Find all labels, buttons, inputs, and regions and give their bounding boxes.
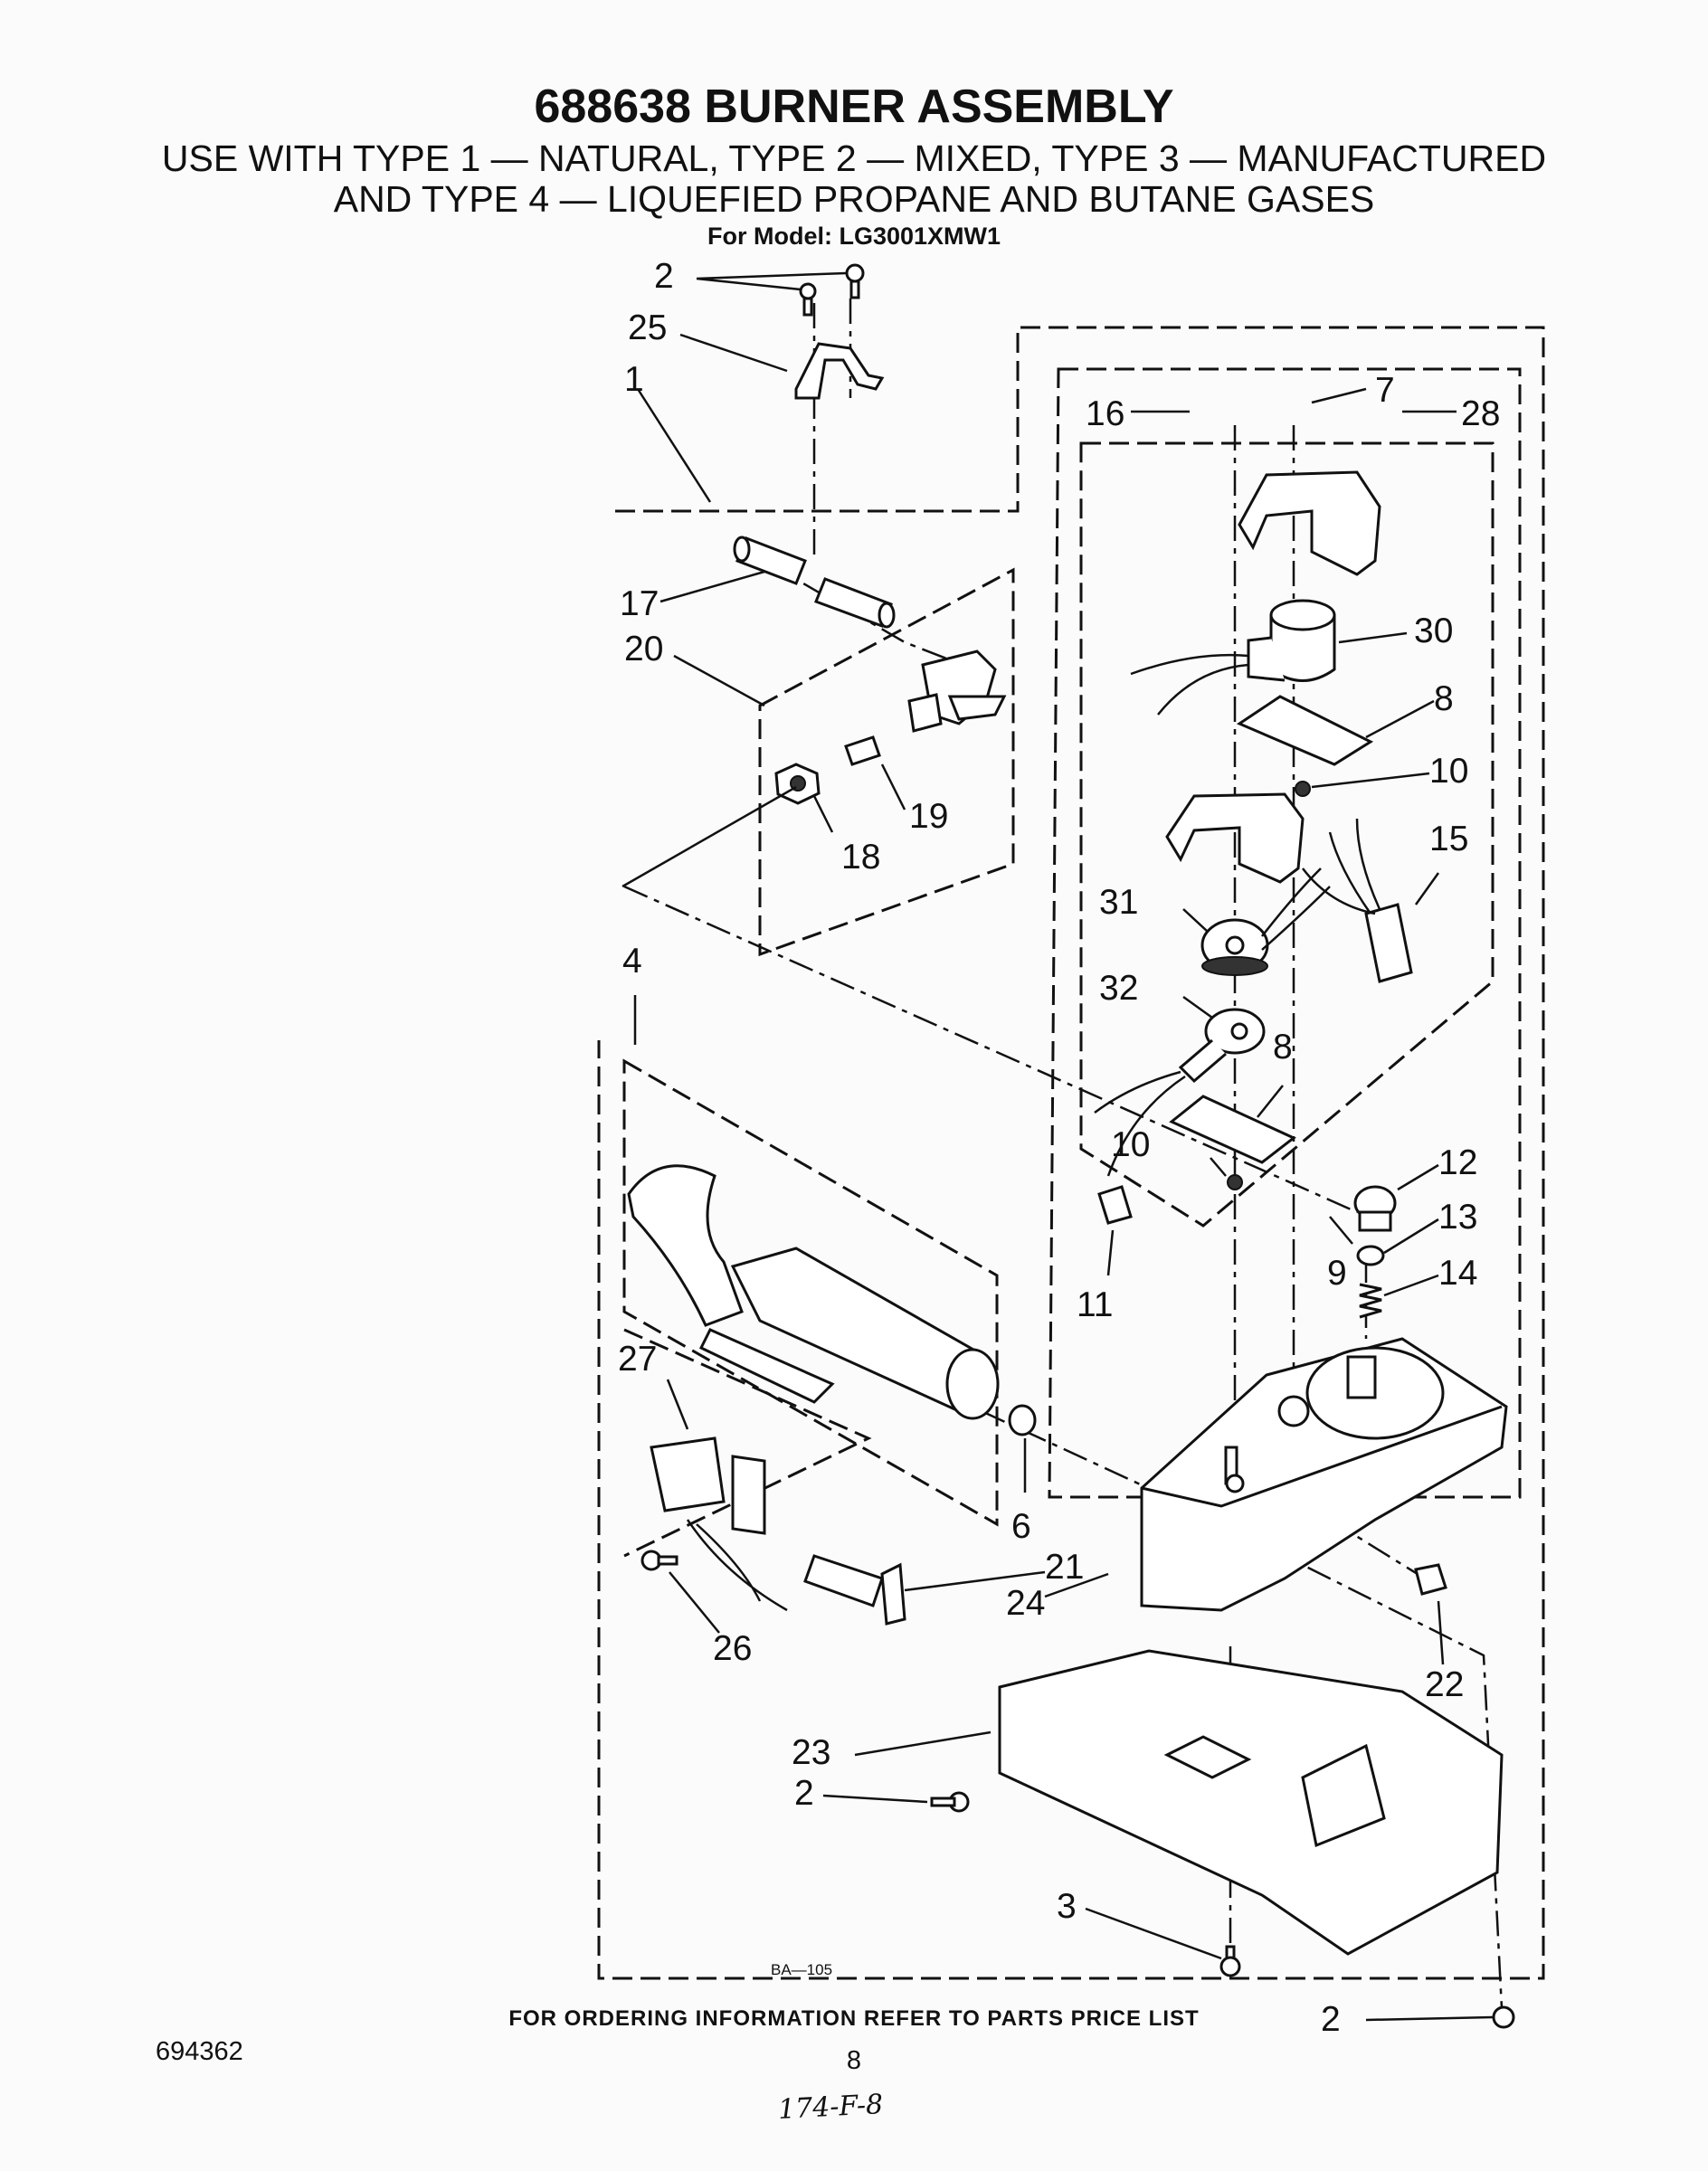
callout-22: 22	[1425, 1665, 1464, 1704]
screw-part-2-top	[799, 263, 865, 317]
ordering-note: FOR ORDERING INFORMATION REFER TO PARTS …	[508, 2006, 1200, 2031]
callout-14: 14	[1438, 1254, 1477, 1293]
model-line: For Model: LG3001XMW1	[707, 223, 1001, 250]
diagram-code: BA—105	[771, 1961, 833, 1978]
screw-part-2-bottom	[1492, 2005, 1515, 2029]
page-number: 8	[846, 2046, 862, 2075]
callout-20: 20	[624, 630, 663, 668]
callout-19: 19	[909, 797, 948, 836]
callout-27: 27	[618, 1340, 657, 1379]
callout-3: 3	[1057, 1887, 1077, 1926]
valve-coil-boundary	[1079, 441, 1494, 1228]
callout-13: 13	[1438, 1198, 1477, 1237]
callout-25: 25	[628, 308, 667, 347]
callout-2-top: 2	[654, 257, 674, 296]
callout-32: 32	[1099, 969, 1138, 1008]
callout-17: 17	[620, 584, 659, 623]
burner-orifice-part-6	[1008, 1404, 1037, 1436]
screw-alignment-line-25	[812, 299, 852, 561]
valve-bracket-middle	[1165, 792, 1305, 884]
callout-12: 12	[1438, 1143, 1477, 1182]
spring-part-14	[1359, 1283, 1382, 1319]
callout-7: 7	[1375, 371, 1395, 410]
orifice-part-22	[1414, 1563, 1447, 1596]
flare-fitting-part-19	[844, 735, 881, 766]
wire-harness-part-15	[1302, 818, 1413, 983]
coil-plate-part-8-top	[1236, 695, 1374, 766]
clamp-part-25	[794, 342, 885, 400]
callout-24: 24	[1006, 1584, 1045, 1623]
adjusting-screw-part-13	[1356, 1245, 1385, 1266]
callout-10-top: 10	[1429, 752, 1468, 791]
callout-30: 30	[1414, 611, 1453, 650]
valve-bracket-top	[1238, 470, 1381, 576]
callout-11: 11	[1077, 1285, 1114, 1324]
callout-8-top: 8	[1434, 679, 1454, 718]
screw-part-26	[640, 1550, 678, 1571]
burner-tube-group	[622, 1058, 999, 1527]
document-number: 694362	[156, 2037, 243, 2066]
coil-part-32	[1094, 1008, 1266, 1177]
coil-part-31	[1200, 867, 1331, 976]
callout-23: 23	[792, 1733, 830, 1772]
igniter-group	[623, 1328, 872, 1558]
gas-type-line-2: AND TYPE 4 — LIQUEFIED PROPANE AND BUTAN…	[333, 178, 1375, 220]
burner-control-boundary	[1048, 367, 1522, 1499]
screw-part-2-lower	[930, 1791, 970, 1813]
solenoid-coil-part-30	[1130, 599, 1336, 716]
assembly-boundary	[597, 326, 1545, 1980]
pipe-alignment-line	[764, 559, 987, 676]
callout-2-bottom: 2	[1321, 2000, 1341, 2039]
wire-nut-part-11	[1097, 1185, 1133, 1225]
o-ring-part-10-bottom	[1227, 1174, 1243, 1190]
callout-21: 21	[1045, 1548, 1084, 1587]
callout-18: 18	[841, 838, 880, 877]
callout-26: 26	[713, 1629, 752, 1668]
burner-bracket-part-23	[998, 1649, 1504, 1956]
gas-valve-body	[1140, 1337, 1508, 1612]
callout-9: 9	[1327, 1254, 1347, 1293]
pipe-line	[622, 785, 797, 888]
callout-1: 1	[624, 360, 644, 399]
leader-lines	[633, 271, 1494, 2022]
pressure-cap-part-12	[1353, 1185, 1397, 1232]
page-title: 688638 BURNER ASSEMBLY	[534, 81, 1174, 133]
coil-plate-part-8-bottom	[1169, 1095, 1296, 1164]
manual-valve-part-20	[907, 649, 1007, 733]
o-ring-part-10-top	[1295, 781, 1311, 797]
manual-valve-group	[758, 567, 1015, 957]
screw-part-3	[1219, 1945, 1241, 1977]
igniter-part-21	[803, 1554, 906, 1626]
callout-15: 15	[1429, 820, 1468, 858]
flare-nut-part-18	[774, 763, 821, 805]
handwritten-note: 174-F-8	[777, 2088, 884, 2127]
callout-28: 28	[1461, 394, 1500, 433]
callout-2-lower: 2	[794, 1774, 814, 1813]
callout-8-bottom: 8	[1273, 1028, 1293, 1067]
callout-6: 6	[1011, 1507, 1031, 1546]
callout-31: 31	[1099, 883, 1138, 922]
pipe-nipple-part-17	[733, 536, 896, 629]
gas-type-line-1: USE WITH TYPE 1 — NATURAL, TYPE 2 — MIXE…	[161, 137, 1547, 179]
callout-labels: 2 25 1 16 7 28 17 20 30 8 10 15 19 18 31…	[618, 257, 1500, 2039]
callout-16: 16	[1086, 394, 1124, 433]
callout-10-bottom: 10	[1111, 1125, 1150, 1164]
igniter-bracket-part-27	[650, 1436, 788, 1612]
callout-4: 4	[622, 942, 642, 981]
burner-tube-part-4	[627, 1164, 1000, 1420]
